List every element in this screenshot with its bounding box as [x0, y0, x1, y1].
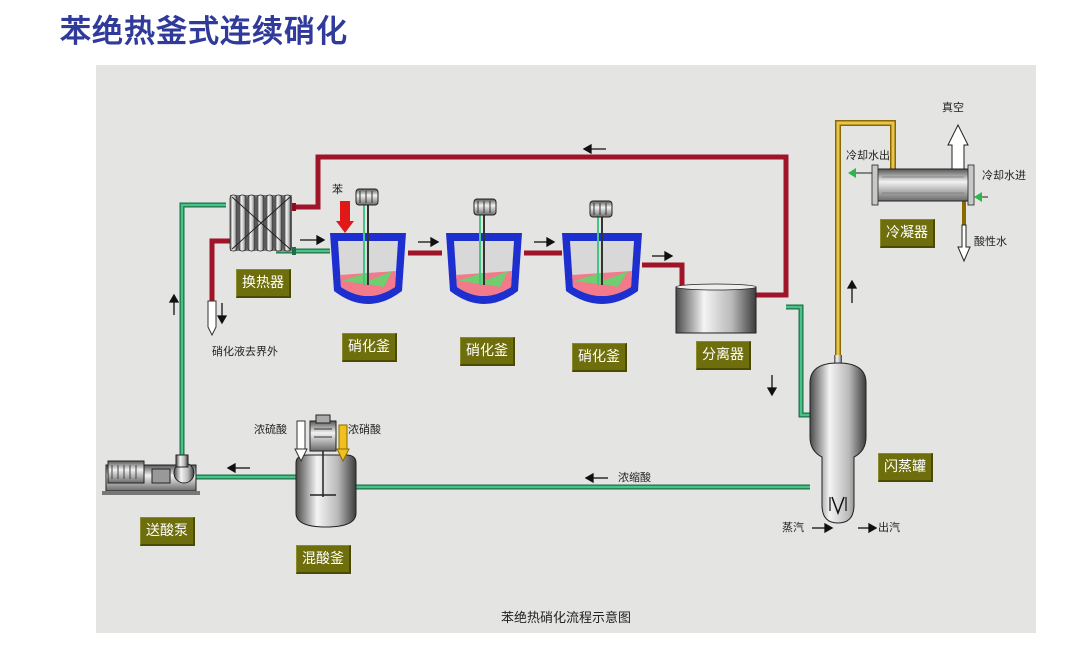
- vapor-line-pipes: [835, 120, 966, 365]
- tag-mixing-tank: 混酸釜: [296, 545, 351, 574]
- tag-separator: 分离器: [696, 341, 751, 370]
- flow-arrow-left-top: [582, 143, 606, 155]
- tag-reactor-2: 硝化釜: [460, 337, 515, 366]
- label-steam-in: 蒸汽: [782, 521, 804, 534]
- flow-arrow-up-vapor: [846, 279, 858, 303]
- flow-arrow-left-pump: [226, 462, 250, 474]
- flow-arrow-down-separator: [766, 375, 778, 397]
- label-vacuum: 真空: [942, 101, 964, 114]
- label-conc-sulfuric: 浓硫酸: [254, 423, 287, 436]
- tag-condenser: 冷凝器: [880, 219, 935, 248]
- flow-arrow-steam-out: [858, 522, 878, 534]
- flow-arrows: [168, 143, 878, 534]
- flow-arrow-up-left: [168, 293, 180, 315]
- label-acidic-water: 酸性水: [974, 235, 1007, 248]
- heat-exchanger-shape: [229, 194, 296, 255]
- flow-arrow-steam-in: [812, 522, 834, 534]
- label-cooling-water-out: 冷却水出: [846, 149, 890, 162]
- reactor-2-shape: [446, 198, 522, 304]
- label-concentrated-acid: 浓缩酸: [618, 471, 651, 484]
- flow-arrow-right-4: [652, 250, 674, 262]
- reactor-1-shape: [330, 188, 406, 304]
- acid-loop-pipes: [179, 202, 810, 490]
- label-conc-nitric: 浓硝酸: [348, 423, 381, 436]
- flow-arrow-right-1: [300, 234, 326, 246]
- flash-tank-shape: [809, 355, 867, 524]
- separator-shape: [675, 283, 757, 334]
- product-outlet-shape: [207, 300, 217, 337]
- process-flow-diagram: 换热器 硝化釜 硝化釜 硝化釜 分离器 闪蒸罐 冷凝器 送酸泵 混酸釜 苯 硝化…: [96, 65, 1036, 633]
- product-line-pipes: [209, 154, 789, 301]
- tag-acid-pump: 送酸泵: [140, 517, 195, 546]
- tag-reactor-3: 硝化釜: [572, 343, 627, 372]
- flow-arrow-down-outlet: [216, 303, 228, 325]
- flow-canvas: [102, 120, 988, 534]
- flow-arrow-right-2: [418, 236, 440, 248]
- reactor-3-shape: [562, 200, 642, 304]
- condenser-shape: [848, 123, 988, 263]
- page-title: 苯绝热釜式连续硝化: [60, 14, 348, 50]
- flow-arrow-right-3: [534, 236, 556, 248]
- diagram-caption: 苯绝热硝化流程示意图: [500, 611, 631, 626]
- flow-arrow-left-acid: [584, 472, 608, 484]
- tag-reactor-1: 硝化釜: [342, 333, 397, 362]
- label-benzene: 苯: [332, 183, 343, 196]
- tag-flash-tank: 闪蒸罐: [878, 453, 933, 482]
- label-cooling-water-in: 冷却水进: [982, 169, 1026, 182]
- acid-pump-shape: [102, 454, 200, 495]
- label-nitration-liquid-out: 硝化液去界外: [212, 345, 278, 358]
- tag-heat-exchanger: 换热器: [236, 269, 291, 298]
- label-steam-out: 出汽: [878, 521, 900, 534]
- mixing-tank-shape: [294, 414, 357, 528]
